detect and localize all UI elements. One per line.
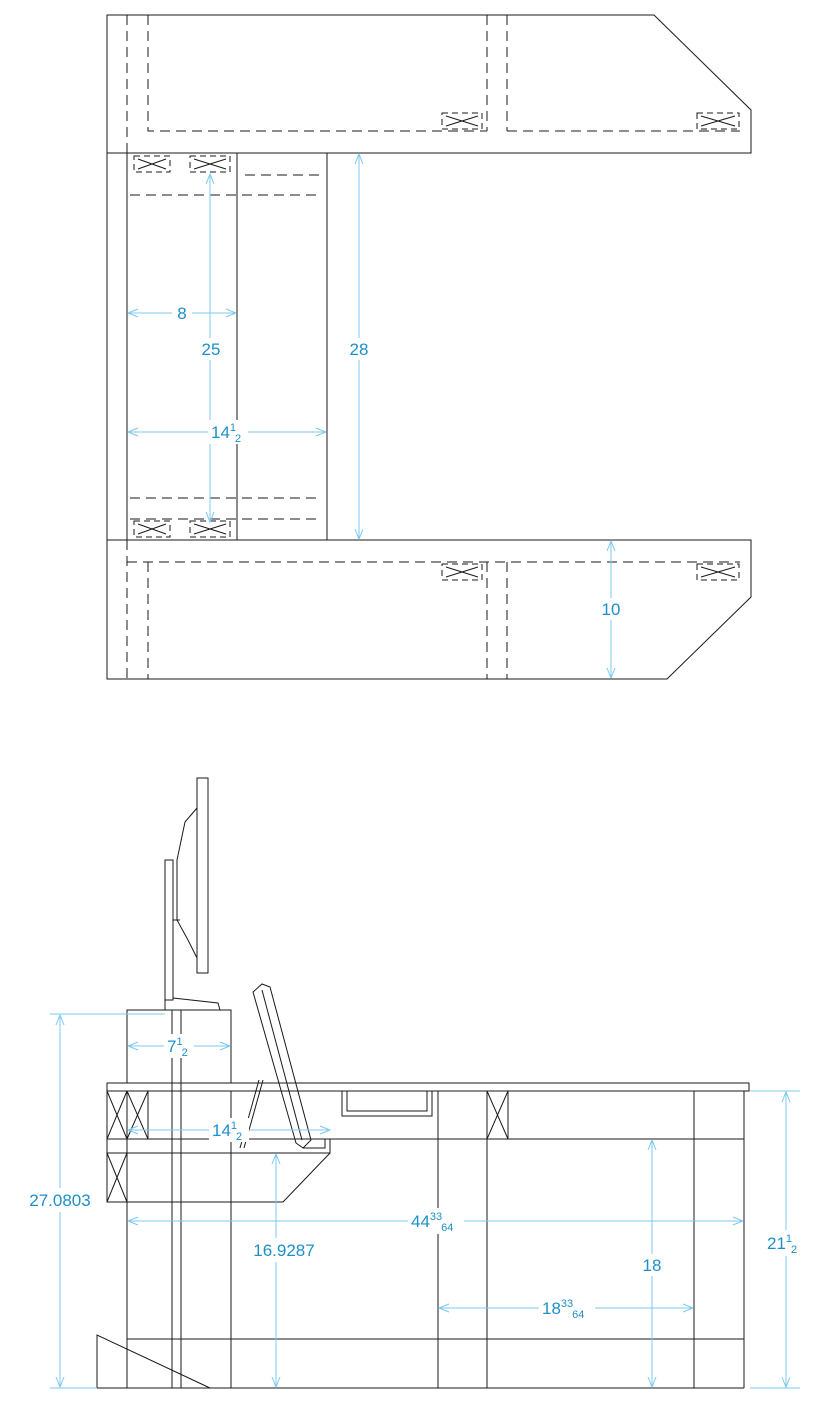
plan-dim-14-1-2-label: 1412 [211,422,241,445]
elevation-view: 27.0803 712 1412 443364 16.9287 18 [22,777,808,1389]
plan-dim-10-label: 10 [602,600,621,619]
plan-dim-10: 10 [598,541,624,678]
elev-dim-21-1-2-label: 2112 [767,1233,797,1256]
foot-wedge [96,1334,211,1389]
plan-column [106,153,328,540]
elev-dim-27-0803: 27.0803 [22,1015,98,1387]
elev-dim-7-1-2: 712 [128,1034,230,1059]
elev-dim-44-33-64-label: 443364 [411,1211,453,1234]
plan-dim-8: 8 [128,302,236,323]
plan-bottom-slab [106,539,752,680]
drawer [341,1090,433,1117]
plan-view: 8 25 1412 28 10 [106,14,752,680]
elev-dim-21-1-2: 2112 [764,1092,808,1387]
plan-top-bracket-2 [696,112,740,130]
elev-dim-18: 18 [638,1140,666,1387]
keyboard-tray [107,1138,331,1154]
plan-bottom-bracket-2 [696,563,740,581]
plan-dim-14-1-2: 1412 [128,420,326,445]
elev-dim-16-9287: 16.9287 [240,1154,316,1387]
plan-dim-25-label: 25 [202,340,221,359]
brace-box-middle [486,1090,509,1140]
elev-dim-27-0803-label: 27.0803 [29,1191,90,1210]
plan-dim-8-label: 8 [177,304,186,323]
plan-top-bracket-1 [441,112,483,130]
elev-dim-18-33-64: 183364 [439,1295,693,1321]
desk-top-board [106,1082,750,1092]
plan-bottom-bracket-1 [441,563,483,581]
elev-dim-18-label: 18 [643,1256,662,1275]
plan-dim-28: 28 [346,154,372,539]
elev-dim-16-9287-label: 16.9287 [253,1241,314,1260]
plan-dim-28-label: 28 [350,340,369,359]
elev-dim-18-33-64-label: 183364 [542,1298,584,1321]
upper-monitor [164,777,221,1011]
plan-top-slab [106,14,752,154]
laptop-screen [239,983,312,1149]
elev-dim-14-1-2-label: 1412 [212,1120,242,1143]
plan-dim-25: 25 [198,174,224,522]
elev-dim-44-33-64: 443364 [128,1208,743,1234]
brace-box-left-bottom [106,1152,128,1203]
elev-dim-7-1-2-label: 712 [167,1036,188,1059]
elev-dim-14-1-2: 1412 [128,1118,330,1143]
